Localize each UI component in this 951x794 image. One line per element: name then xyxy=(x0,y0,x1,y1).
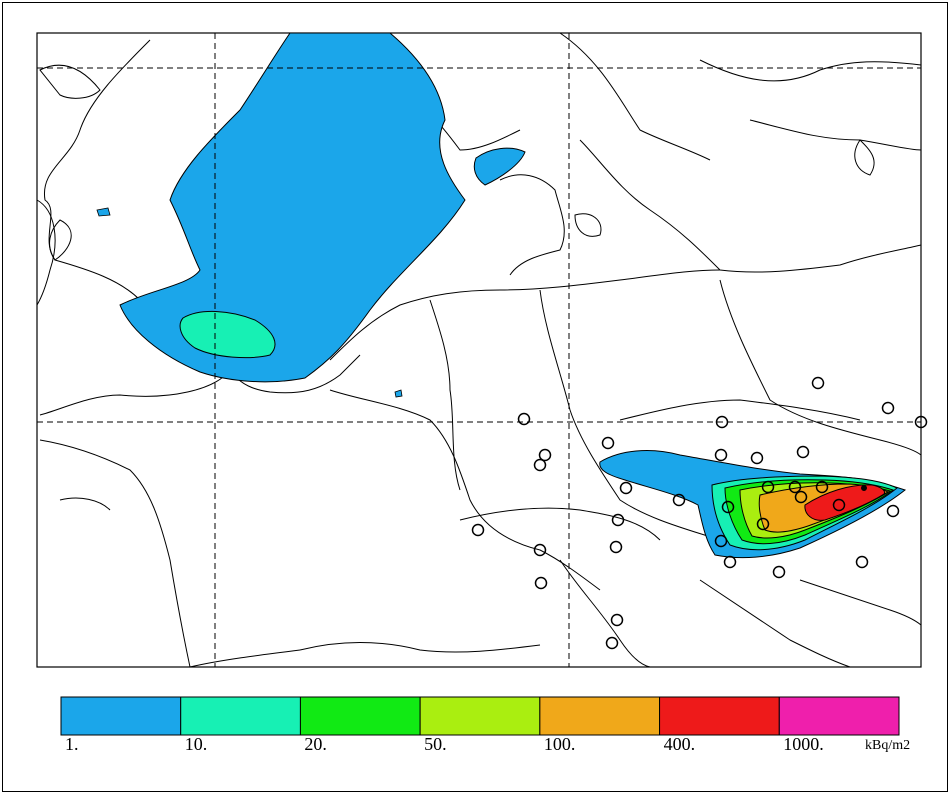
station-marker xyxy=(794,490,808,504)
station-marker xyxy=(471,523,485,537)
legend-swatch xyxy=(778,696,900,736)
coastlines xyxy=(36,32,922,668)
station-marker xyxy=(761,480,775,494)
legend-bin-label: 50. xyxy=(424,734,447,754)
station-marker xyxy=(855,555,869,569)
station-marker xyxy=(609,540,623,554)
station-marker xyxy=(772,565,786,579)
station-marker xyxy=(517,412,531,426)
station-marker xyxy=(533,458,547,472)
station-marker xyxy=(533,543,547,557)
station-marker xyxy=(723,555,737,569)
plume-speck-uk xyxy=(96,207,111,217)
station-marker xyxy=(721,500,735,514)
legend-colorbar xyxy=(60,696,900,736)
station-marker xyxy=(881,401,895,415)
station-marker xyxy=(914,415,928,429)
station-marker xyxy=(605,636,619,650)
legend-swatch xyxy=(60,696,182,736)
station-marker xyxy=(832,498,846,512)
station-marker xyxy=(796,445,810,459)
station-marker xyxy=(534,576,548,590)
plume-speck-belgium xyxy=(394,389,403,398)
station-marker xyxy=(619,481,633,495)
station-marker xyxy=(538,448,552,462)
station-marker xyxy=(714,448,728,462)
station-marker xyxy=(815,480,829,494)
station-marker xyxy=(811,376,825,390)
legend-swatch xyxy=(659,696,780,736)
station-marker xyxy=(756,517,770,531)
station-marker xyxy=(714,534,728,548)
legend-bin-label: 10. xyxy=(184,734,208,754)
station-marker xyxy=(672,493,686,507)
legend-bin-label: 1000. xyxy=(783,734,824,754)
graticule xyxy=(37,33,921,667)
station-marker xyxy=(788,480,802,494)
legend-swatch xyxy=(299,696,421,736)
station-marker xyxy=(715,415,729,429)
plume-blob-skagerrak xyxy=(473,147,526,186)
station-marker xyxy=(610,613,624,627)
station-marker xyxy=(611,513,625,527)
plume-north-10kbq xyxy=(179,310,276,359)
station-marker xyxy=(886,504,900,518)
legend-swatch xyxy=(539,696,661,736)
legend-swatch xyxy=(419,696,541,736)
legend-bin-label: 20. xyxy=(304,734,327,754)
legend-bin-label: 100. xyxy=(543,734,576,754)
station-markers xyxy=(471,376,928,650)
legend-bin-label: 400. xyxy=(663,734,696,754)
plume-north-1kbq xyxy=(119,32,466,383)
legend-unit: kBq/m2 xyxy=(865,738,911,753)
station-marker xyxy=(601,436,615,450)
legend-swatch xyxy=(180,696,301,736)
station-marker xyxy=(750,451,764,465)
legend-bin-label: 1. xyxy=(65,734,79,754)
